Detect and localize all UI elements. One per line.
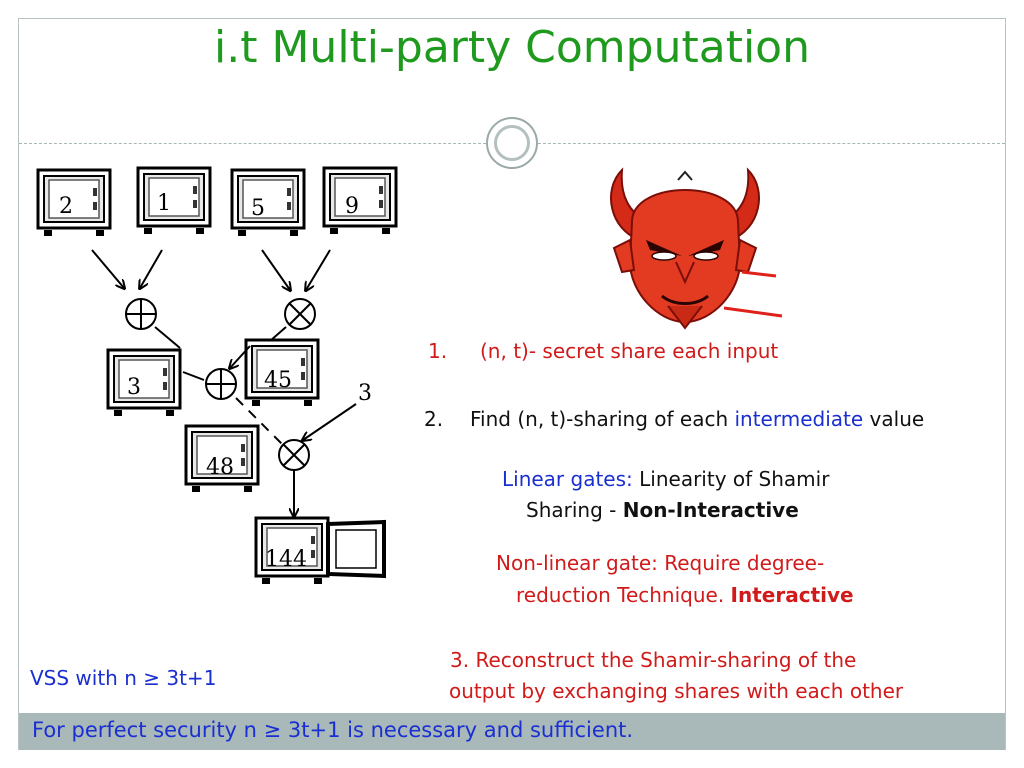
devil-adversary-icon [610,167,783,330]
safe-sum-3-value: 3 [127,375,141,400]
arrow-9-to-mul [306,249,331,290]
safe-input-2: 1 [136,166,212,236]
safe-input-1-value: 2 [59,194,73,219]
arrow-1-to-add [140,249,163,288]
step-3-line-2: output by exchanging shares with each ot… [449,679,904,703]
safe-input-3: 5 [230,168,306,238]
safe-input-2-value: 1 [157,191,171,216]
step-1-number: 1. [428,339,448,363]
step-2-pre: Find (n, t)-sharing of each [470,407,735,431]
linear-gates-desc: Linearity of Shamir [632,467,830,491]
line-3-to-add2 [182,371,205,381]
linear-gates-desc-2: Sharing - [526,498,623,522]
safe-input-1: 2 [36,168,112,238]
arrow-3-to-mul2 [303,403,357,440]
dashed-line-add2-to-mul2 [235,397,283,445]
add-gate-2 [205,368,237,400]
nonlinear-gate-desc-2: reduction Technique. [516,583,731,607]
safe-prod-45-value: 45 [264,368,292,393]
safe-input-3-value: 5 [251,196,265,221]
nonlinear-gate-line-2: reduction Technique. Interactive [516,583,854,607]
nonlinear-gate-line-1: Non-linear gate: Require degree- [496,551,825,575]
safe-input-4-value: 9 [345,194,359,219]
arrow-5-to-mul [261,249,290,290]
safe-input-4: 9 [322,166,398,236]
step-1-text: (n, t)- secret share each input [480,339,779,363]
safe-sum-48: 48 [184,424,260,494]
safe-output-144: 144 [254,516,386,586]
slide-title: i.t Multi-party Computation [214,22,810,73]
safe-prod-45: 45 [244,338,320,408]
line-add-to-3 [154,326,181,349]
step-2-post: value [863,407,925,431]
linear-gates-line-1: Linear gates: Linearity of Shamir [502,467,829,491]
non-interactive-label: Non-Interactive [622,498,799,522]
arrow-45-to-add2 [230,345,251,368]
vss-condition: VSS with n ≥ 3t+1 [30,666,217,690]
linear-gates-line-2: Sharing - Non-Interactive [526,498,799,522]
safe-output-144-value: 144 [265,547,307,572]
footer-bar [19,713,1005,750]
separator-ring-icon [486,117,538,169]
safe-sum-3: 3 [106,348,182,418]
step-2-number: 2. [424,407,444,431]
step-3-line-1: 3. Reconstruct the Shamir-sharing of the [450,648,857,672]
linear-gates-label: Linear gates: [502,467,633,491]
step-2-text: Find (n, t)-sharing of each intermediate… [470,407,924,431]
input-constant-3: 3 [358,381,372,406]
safe-sum-48-value: 48 [206,455,234,480]
add-gate-1 [125,298,157,330]
footer-text: For perfect security n ≥ 3t+1 is necessa… [32,718,634,742]
mul-gate-1 [284,298,316,330]
arrow-2-to-add [91,249,124,288]
interactive-label: Interactive [730,583,854,607]
mul-gate-2 [278,439,310,471]
step-2-highlight: intermediate [734,407,864,431]
